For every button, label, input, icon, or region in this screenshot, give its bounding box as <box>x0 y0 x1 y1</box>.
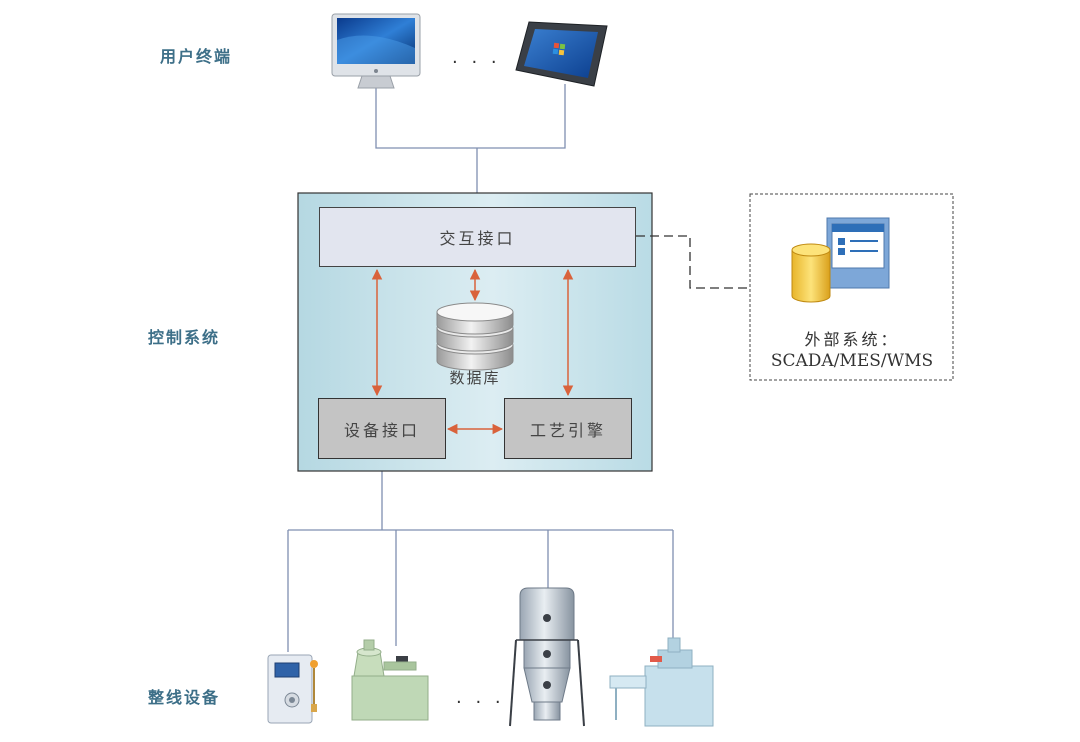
tablet-icon <box>515 21 608 87</box>
layer-label-control-system: 控制系统 <box>148 328 221 347</box>
database-label: 数据库 <box>449 368 501 387</box>
equipment-ellipsis: · · · <box>456 692 505 713</box>
database-cylinder-icon <box>436 302 514 371</box>
mixer-machine-icon <box>351 639 429 721</box>
layer-label-user-terminal: 用户终端 <box>160 47 233 66</box>
terminal-ellipsis: · · · <box>452 52 501 73</box>
control-cabinet-icon <box>267 654 318 724</box>
external-system-names: SCADA/MES/WMS <box>770 351 934 371</box>
external-system-icon <box>791 217 890 303</box>
fluid-bed-dryer-icon <box>509 587 585 727</box>
device-interface-box: 设备接口 <box>318 398 446 459</box>
internal-arrows <box>371 268 574 435</box>
desktop-monitor-icon <box>331 13 421 89</box>
layer-label-line-equipment: 整线设备 <box>148 688 221 707</box>
external-dashed-connector <box>636 235 750 289</box>
process-engine-box: 工艺引擎 <box>504 398 632 459</box>
external-system-title: 外部系统： <box>804 330 900 349</box>
interaction-interface-box: 交互接口 <box>319 207 636 267</box>
terminal-link-line <box>375 84 566 149</box>
packaging-machine-icon <box>609 637 714 727</box>
